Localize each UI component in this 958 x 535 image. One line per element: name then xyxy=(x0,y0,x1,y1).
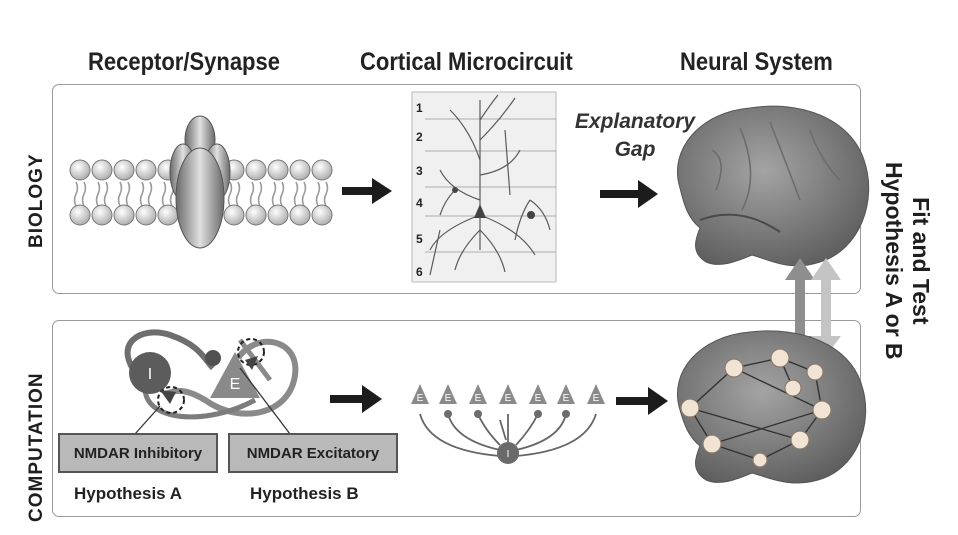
header-cortical-microcircuit: Cortical Microcircuit xyxy=(360,48,573,76)
layer-label-5: 5 xyxy=(416,232,423,246)
hypothesis-motif-labels: I E xyxy=(148,366,241,393)
small-soma xyxy=(452,187,458,193)
excitatory-neurons xyxy=(411,384,605,404)
network-e-label-3: E xyxy=(475,393,482,404)
pyramidal-soma xyxy=(474,204,486,218)
cortical-layers-image xyxy=(411,91,557,283)
receptor-channel xyxy=(169,115,231,249)
nmdar-excitatory-box: NMDAR Excitatory xyxy=(228,433,398,473)
explanatory-gap-line1: Explanatory xyxy=(574,110,696,133)
layer-label-1: 1 xyxy=(416,101,423,115)
hypothesis-b-label: Hypothesis B xyxy=(250,484,359,503)
arrow-microcircuit-to-system xyxy=(600,180,658,208)
network-e-label-7: E xyxy=(593,393,600,404)
excitatory-cell xyxy=(210,352,260,398)
header-neural-system: Neural System xyxy=(680,48,833,76)
network-e-label-6: E xyxy=(563,393,570,404)
nmdar-inhibitory-box: NMDAR Inhibitory xyxy=(58,433,218,473)
arrow-motif-to-network xyxy=(330,385,382,413)
arrow-receptor-to-microcircuit xyxy=(342,178,392,204)
bidirectional-arrow-light xyxy=(811,258,841,356)
nmdar-site-excitatory xyxy=(237,338,265,366)
arrow-network-to-brain xyxy=(616,387,668,415)
layer-label-3: 3 xyxy=(416,164,423,178)
network-e-label-4: E xyxy=(505,393,512,404)
inhibitory-cell xyxy=(129,352,171,394)
membrane-bottom-row xyxy=(69,204,333,226)
hypothesis-motif xyxy=(124,329,299,435)
network-e-label-1: E xyxy=(417,393,424,404)
network-i-label: I xyxy=(507,449,510,460)
excitatory-cell-label: E xyxy=(230,376,241,393)
brain-computation xyxy=(677,330,867,484)
pointer-to-inhibitory-box xyxy=(134,405,161,435)
header-receptor-synapse: Receptor/Synapse xyxy=(88,48,280,76)
membrane-tails xyxy=(73,181,329,207)
layer-label-4: 4 xyxy=(416,196,423,210)
layer-label-6: 6 xyxy=(416,265,423,279)
network-e-label-5: E xyxy=(535,393,542,404)
layer-label-2: 2 xyxy=(416,130,423,144)
interneuron-soma xyxy=(527,211,535,219)
brain-graph-nodes xyxy=(680,348,832,468)
network-e-label-2: E xyxy=(445,393,452,404)
layer-labels: 1 2 3 4 5 6 xyxy=(416,101,423,279)
bidirectional-arrow-dark xyxy=(785,258,815,356)
network-labels: E E E E E E E I xyxy=(417,393,600,460)
pointer-to-excitatory-box xyxy=(239,367,291,435)
network-synapses xyxy=(444,410,570,418)
hypothesis-a-label: Hypothesis A xyxy=(74,484,183,503)
ei-network xyxy=(411,384,605,464)
explanatory-gap-line2: Gap xyxy=(614,138,656,161)
nmdar-site-inhibitory xyxy=(157,386,185,414)
network-inhibitory-neuron xyxy=(497,442,519,464)
network-connections xyxy=(419,413,597,457)
inhibitory-cell-label: I xyxy=(148,366,152,383)
brain-biology xyxy=(677,105,870,267)
explanatory-gap: Explanatory Gap xyxy=(560,108,710,164)
